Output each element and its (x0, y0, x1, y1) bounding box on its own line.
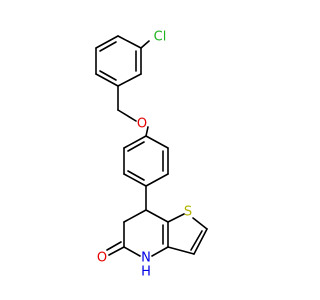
bond (167, 246, 195, 255)
atom-cl: Cl (154, 30, 167, 45)
bond (145, 209, 169, 223)
bond-c-n (123, 246, 141, 257)
thiophene-ring (167, 213, 208, 255)
phenylene-ring (123, 135, 169, 187)
bond-double-inner (127, 141, 145, 152)
bond-double-inner (99, 41, 117, 52)
bond (95, 73, 119, 87)
bond-carbonyl-double (106, 241, 122, 251)
bond-double-inner (190, 230, 203, 251)
bond-double-inner (99, 70, 117, 81)
bond (193, 228, 208, 255)
bond-s-c (192, 217, 208, 230)
bond-o-c (145, 126, 149, 137)
atom-o-ether: O (137, 117, 147, 132)
background (0, 0, 300, 300)
bond (123, 209, 147, 223)
bond (145, 135, 169, 149)
chlorophenyl-ring (95, 35, 150, 87)
atom-h: H (141, 265, 151, 280)
bond (117, 73, 142, 87)
bond-c-s (167, 213, 185, 223)
bond-c-cl (140, 40, 150, 49)
bond (95, 35, 119, 49)
atom-o-carbonyl: O (97, 251, 107, 266)
atom-n: N (141, 251, 151, 266)
bond (117, 35, 142, 49)
atom-s: S (184, 205, 192, 220)
bond-double-inner (127, 170, 145, 181)
bond (123, 173, 147, 187)
bond (145, 173, 169, 187)
bond-n-c (151, 246, 169, 257)
bond (123, 135, 147, 149)
structure-diagram: Cl O S N H O (0, 0, 300, 300)
bond-c-o (117, 109, 137, 122)
benzyl-ether-linker (117, 85, 149, 137)
bond-carbonyl (108, 246, 125, 256)
lactam-ring (106, 209, 169, 257)
